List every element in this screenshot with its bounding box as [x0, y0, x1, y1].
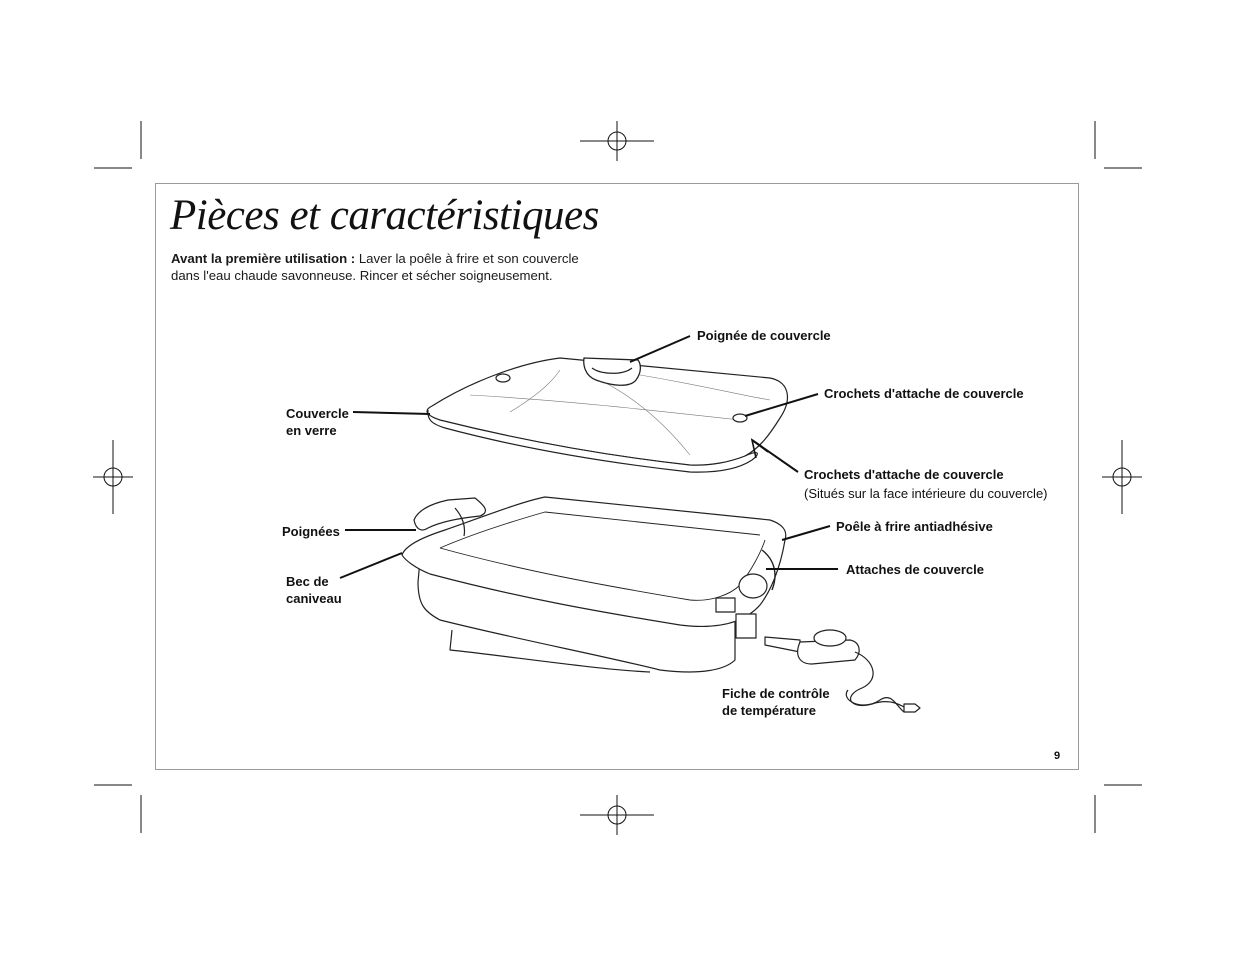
label-lid-hooks-inner: Crochets d'attache de couvercle (Situés …: [804, 466, 1048, 502]
registration-mark-left: [93, 440, 133, 514]
registration-mark-top: [580, 121, 654, 161]
label-handles: Poignées: [282, 524, 340, 539]
content-frame: [155, 183, 1079, 770]
callout-leader-lines: [339, 335, 838, 579]
label-glass-lid: Couvercle en verre: [286, 405, 349, 439]
registration-mark-right: [1102, 440, 1142, 514]
label-spout-line1: Bec de: [286, 574, 329, 589]
label-lid-hooks-top: Crochets d'attache de couvercle: [824, 386, 1024, 401]
label-lid-hooks-inner-note: (Situés sur la face intérieure du couver…: [804, 486, 1048, 501]
intro-paragraph: Avant la première utilisation : Laver la…: [171, 250, 631, 284]
temperature-control-illustration: [764, 629, 921, 713]
registration-mark-bottom: [580, 795, 654, 835]
page-title: Pièces et caractéristiques: [170, 192, 599, 239]
crop-marks: [94, 121, 1142, 833]
label-temperature-control-line2: de température: [722, 703, 816, 718]
page-number: 9: [1054, 750, 1061, 762]
intro-lead: Avant la première utilisation :: [171, 251, 356, 266]
intro-line1-rest: Laver la poêle à frire et son couvercle: [355, 251, 579, 266]
label-temperature-control: Fiche de contrôle de température: [722, 685, 830, 719]
label-nonstick-pan: Poêle à frire antiadhésive: [836, 519, 993, 534]
frying-pan-illustration: [401, 496, 787, 673]
glass-lid-illustration: [426, 357, 788, 473]
label-spout: Bec de caniveau: [286, 573, 342, 607]
label-temperature-control-line1: Fiche de contrôle: [722, 686, 830, 701]
label-lid-attachments: Attaches de couvercle: [846, 562, 985, 577]
label-glass-lid-line1: Couvercle: [286, 406, 349, 421]
label-glass-lid-line2: en verre: [286, 423, 337, 438]
label-lid-handle: Poignée de couvercle: [697, 328, 831, 343]
label-spout-line2: caniveau: [286, 591, 342, 606]
label-lid-hooks-inner-title: Crochets d'attache de couvercle: [804, 467, 1004, 482]
intro-line2: dans l'eau chaude savonneuse. Rincer et …: [171, 268, 553, 283]
